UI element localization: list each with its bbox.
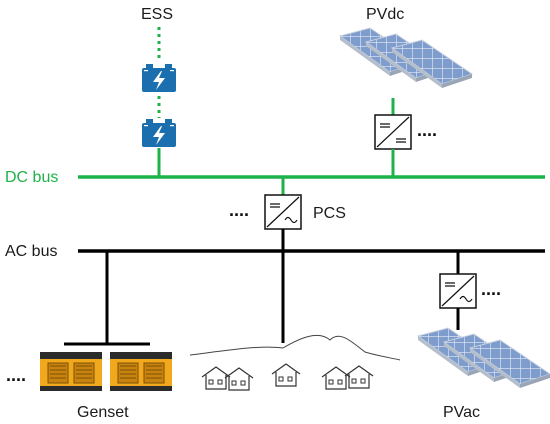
pcs-more-dots: ....	[229, 200, 249, 220]
generator-icon	[109, 351, 173, 392]
genset-more-dots: ....	[6, 365, 26, 385]
inverter-icon	[264, 194, 302, 230]
pvac-label: PVac	[443, 404, 481, 421]
genset-label: Genset	[77, 404, 129, 421]
dc-dc-converter-icon	[374, 114, 412, 150]
solar-panel-icon	[339, 27, 473, 89]
battery-icon	[142, 119, 176, 147]
inverter-icon	[439, 273, 477, 309]
ess-label: ESS	[141, 6, 174, 23]
solar-panel-icon	[417, 327, 550, 389]
pvac-more-dots: ....	[481, 279, 501, 299]
pvdc-more-dots: ....	[417, 120, 437, 140]
pcs-label: PCS	[313, 205, 346, 222]
pvdc-label: PVdc	[366, 6, 405, 23]
village-icon	[189, 335, 401, 391]
battery-icon	[142, 64, 176, 92]
dc-bus-label: DC bus	[5, 169, 59, 186]
ac-bus-label: AC bus	[5, 243, 58, 260]
generator-icon	[39, 351, 103, 392]
